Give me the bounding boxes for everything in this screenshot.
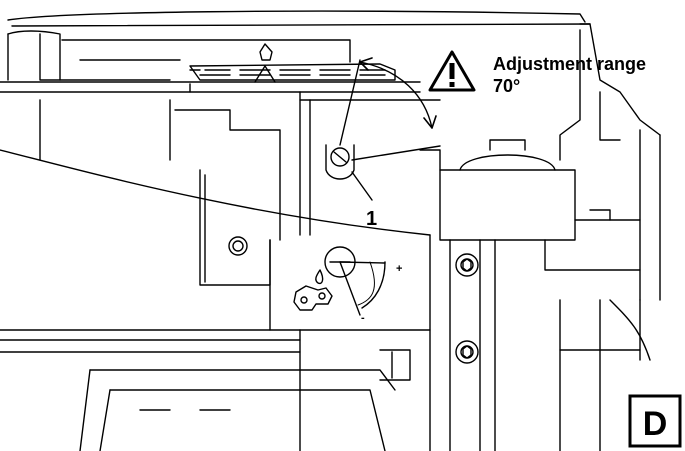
- torx-screw-icon: [455, 253, 479, 277]
- panel-screw: [228, 236, 248, 256]
- oil-adjust-dial: [324, 246, 386, 316]
- oil-adjust-minus-label: -: [361, 312, 365, 324]
- callout-leader: [351, 171, 373, 201]
- warning-triangle-icon: [428, 50, 476, 92]
- right-block: [419, 139, 651, 451]
- torx-screw-icon: [455, 340, 479, 364]
- adjustment-range-indicator: [339, 57, 441, 161]
- left-housing: [0, 99, 431, 451]
- adjustment-range-value: 70°: [493, 76, 520, 96]
- callout-number-1: 1: [366, 208, 377, 230]
- chain-link-icon: [293, 285, 333, 311]
- figure-letter: D: [643, 405, 668, 443]
- oil-pump-adjust-screw: [325, 144, 355, 180]
- lower-housing: [79, 299, 601, 451]
- oil-adjust-plus-label: +: [396, 263, 402, 275]
- oil-drop-icon: [315, 269, 324, 285]
- figure-letter-box: D: [628, 394, 682, 448]
- adjustment-range-label: Adjustment range: [493, 54, 646, 74]
- top-cover: [0, 10, 661, 301]
